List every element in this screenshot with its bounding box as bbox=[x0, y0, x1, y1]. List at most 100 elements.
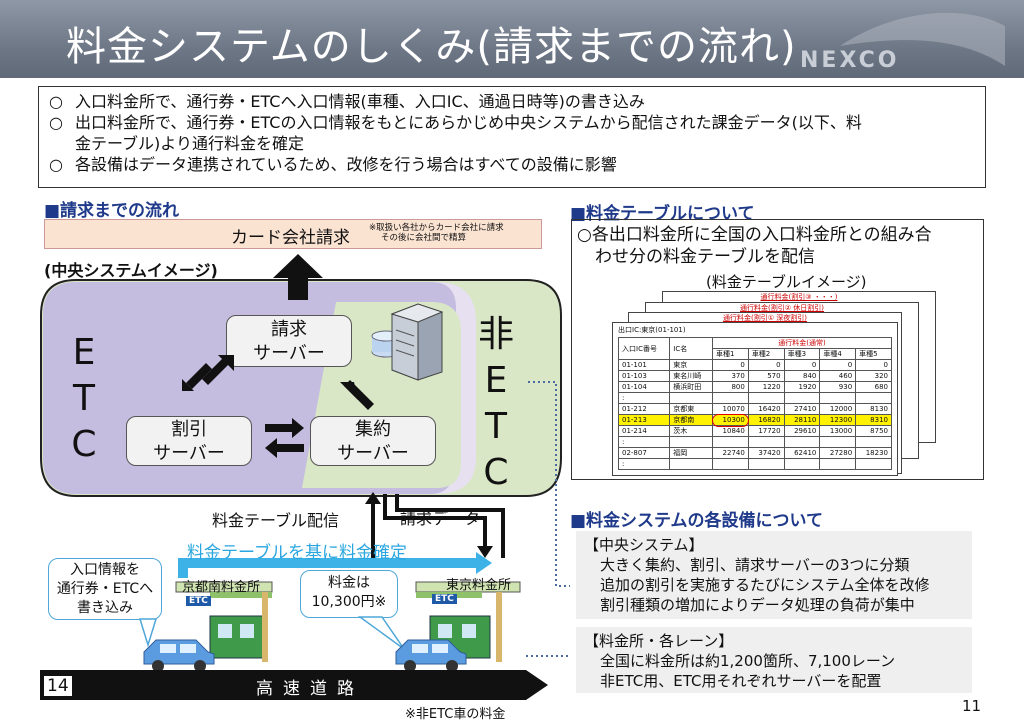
bubble-tails bbox=[138, 616, 405, 650]
cell-fare: 460 bbox=[819, 370, 857, 382]
cell-fare: 370 bbox=[712, 370, 749, 382]
card-note-2: その後に会社間で精算 bbox=[381, 233, 467, 243]
cell-ic-name: 東京 bbox=[669, 359, 714, 371]
car-icon bbox=[395, 639, 467, 672]
cell-fare bbox=[747, 436, 785, 448]
cell-fare: 62410 bbox=[783, 447, 821, 459]
fare-table: 入口IC番号 IC名 通行料金(通常) 車種1 車種2 車種3 車種4 車種5 … bbox=[617, 337, 892, 470]
summary-item-1: 入口料金所で、通行券・ETCへ入口情報(車種、入口IC、通過日時等)の書き込み bbox=[75, 92, 645, 111]
cell-fare: 12300 bbox=[819, 414, 857, 426]
cell-fare: 10840 bbox=[712, 425, 749, 437]
fare-table-delivery-label: 料金テーブル配信 bbox=[212, 511, 340, 530]
cell-fare bbox=[712, 392, 749, 404]
summary-box: ○ 入口料金所で、通行券・ETCへ入口情報(車種、入口IC、通過日時等)の書き込み… bbox=[38, 86, 986, 188]
cell-ic-no: 01-212 bbox=[617, 403, 671, 415]
cell-fare bbox=[819, 436, 857, 448]
cell-ic-no: : bbox=[617, 392, 671, 404]
cell-fare bbox=[712, 458, 749, 470]
etc-sign-tokyo: ETC bbox=[432, 594, 457, 604]
cell-fare: 0 bbox=[819, 359, 857, 371]
booth-line: 非ETC用、ETC用それぞれサーバーを配置 bbox=[600, 672, 882, 690]
cell-ic-no: 01-104 bbox=[617, 381, 671, 393]
page-title: 料金システムのしくみ(請求までの流れ) bbox=[66, 24, 797, 70]
booth-box: 【料金所・各レーン】 全国に料金所は約1,200箇所、7,100レーン 非ETC… bbox=[576, 627, 972, 693]
card-company-label: カード会社請求 bbox=[231, 228, 350, 248]
etc-sign-kyoto: ETC bbox=[186, 596, 211, 606]
cell-ic-no: 01-103 bbox=[617, 370, 671, 382]
entry-info-bubble: 入口情報を通行券・ETCへ書き込み bbox=[48, 558, 162, 620]
table-desc-2: わせ分の料金テーブルを配信 bbox=[595, 247, 815, 267]
cell-ic-name: 福岡 bbox=[669, 447, 714, 459]
cell-fare: 8130 bbox=[855, 403, 892, 415]
summary-item-2: 出口料金所で、通行券・ETCの入口情報をもとにあらかじめ中央システムから配信され… bbox=[75, 113, 862, 132]
bullet: ○ bbox=[49, 155, 63, 174]
cell-fare: 0 bbox=[855, 359, 892, 371]
car-icon bbox=[143, 639, 215, 672]
exit-ic: 出口IC:東京(01-101) bbox=[618, 326, 686, 334]
col-fare: 通行料金(通常) bbox=[712, 337, 892, 349]
cell-fare: 8750 bbox=[855, 425, 892, 437]
blue-flow-arrow bbox=[178, 552, 492, 578]
logo-swoosh bbox=[840, 12, 1005, 66]
fare-table-panel bbox=[571, 219, 984, 480]
table-row: : bbox=[617, 458, 892, 470]
dotted-connectors bbox=[526, 381, 570, 657]
cell-ic-name bbox=[669, 436, 714, 448]
col-ic-name: IC名 bbox=[669, 337, 714, 360]
cell-fare: 37420 bbox=[747, 447, 785, 459]
cell-fare bbox=[783, 458, 821, 470]
cell-fare: 10300 bbox=[711, 413, 750, 427]
data-flow-arrows bbox=[365, 492, 505, 564]
col-car: 車種5 bbox=[855, 348, 892, 360]
left-page-number: 14 bbox=[44, 676, 72, 696]
cell-fare: 0 bbox=[783, 359, 821, 371]
cell-fare: 1920 bbox=[783, 381, 821, 393]
server-rack-icon bbox=[371, 303, 444, 381]
central-line: 大きく集約、割引、請求サーバーの3つに分類 bbox=[600, 556, 910, 574]
cell-ic-name: 京都南 bbox=[669, 414, 714, 426]
cell-ic-name: 東名川崎 bbox=[669, 370, 714, 382]
central-line: 追加の割引を実施するたびにシステム全体を改修 bbox=[600, 576, 930, 594]
col-entry-ic: 入口IC番号 bbox=[617, 337, 671, 360]
table-description: ○各出口料金所に全国の入口料金所との組み合 わせ分の料金テーブルを配信 bbox=[577, 224, 932, 268]
cell-fare: 800 bbox=[712, 381, 749, 393]
cell-ic-no: 01-214 bbox=[617, 425, 671, 437]
summary-item-3: 各設備はデータ連携されているため、改修を行う場合はすべての設備に影響 bbox=[75, 155, 617, 174]
booth-title: 【料金所・各レーン】 bbox=[584, 632, 734, 650]
cell-fare: 18230 bbox=[855, 447, 892, 459]
flow-heading: ■請求までの流れ bbox=[44, 201, 180, 221]
cell-fare: 0 bbox=[712, 359, 749, 371]
summary-item-2-cont: 金テーブル)より通行料金を確定 bbox=[75, 134, 304, 153]
tokyo-booth-label: 東京料金所 bbox=[446, 578, 512, 593]
cell-ic-name: 横浜町田 bbox=[669, 381, 714, 393]
cell-fare: 16820 bbox=[747, 414, 785, 426]
page-number: 11 bbox=[962, 697, 982, 715]
cell-fare: 10070 bbox=[712, 403, 749, 415]
road-label: 高速道路 bbox=[256, 679, 364, 699]
table-image-label: (料金テーブルイメージ) bbox=[706, 273, 867, 291]
equipment-heading: ■料金システムの各設備について bbox=[570, 511, 824, 531]
cell-fare: 28110 bbox=[783, 414, 821, 426]
cell-ic-no: : bbox=[617, 436, 671, 448]
cell-fare: 680 bbox=[855, 381, 892, 393]
table-desc-1: ○各出口料金所に全国の入口料金所との組み合 bbox=[577, 225, 932, 245]
cell-fare: 22740 bbox=[712, 447, 749, 459]
col-car: 車種1 bbox=[712, 348, 749, 360]
cell-ic-name bbox=[669, 458, 714, 470]
cell-ic-no: 01-101 bbox=[617, 359, 671, 371]
cell-fare: 840 bbox=[783, 370, 821, 382]
table-row: : bbox=[617, 392, 892, 404]
card-note: ※取扱い各社からカード会社に請求 その後に会社間で精算 bbox=[369, 223, 504, 243]
cell-ic-no: 02-807 bbox=[617, 447, 671, 459]
cell-ic-name: 茨木 bbox=[669, 425, 714, 437]
cell-fare bbox=[712, 436, 749, 448]
cell-fare bbox=[747, 458, 785, 470]
